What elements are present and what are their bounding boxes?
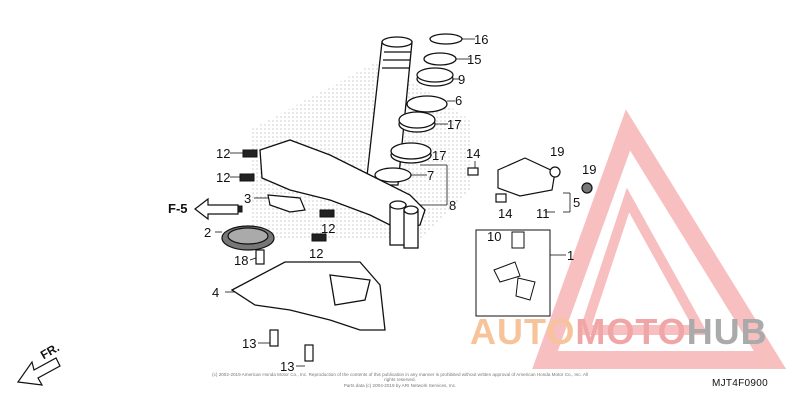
- direction-label: F-5: [168, 201, 188, 216]
- callout-3: 3: [244, 191, 251, 206]
- part-1-box: [475, 229, 551, 317]
- watermark-auto: AUTO: [470, 311, 576, 352]
- callout-2: 2: [204, 225, 211, 240]
- bottom-bridge: [259, 139, 426, 249]
- copyright-notice: (c) 2002-2019 American Honda Motor Co., …: [210, 372, 590, 388]
- part-callouts: 16 15 9 6 17 17 14 19 19 7 12 12 3 12 8 …: [204, 32, 596, 374]
- callout-13b: 13: [280, 359, 294, 374]
- watermark-text: AUTOMOTOHUB: [470, 311, 768, 353]
- callout-8: 8: [449, 198, 456, 213]
- callout-4: 4: [212, 285, 219, 300]
- callout-12d: 12: [309, 246, 323, 261]
- callout-15: 15: [467, 52, 481, 67]
- callout-7: 7: [427, 168, 434, 183]
- bolts-13: [269, 329, 314, 362]
- switch-bracket-5: [467, 157, 593, 203]
- watermark-logo: [532, 109, 787, 369]
- diagram-code: MJT4F0900: [711, 378, 768, 389]
- bolt-18: [255, 249, 265, 265]
- ring-16: [429, 33, 463, 45]
- callout-18: 18: [234, 253, 248, 268]
- callout-14b: 14: [498, 206, 512, 221]
- callout-17a: 17: [447, 117, 461, 132]
- callout-6: 6: [455, 93, 462, 108]
- watermark-moto: MOTO: [575, 311, 687, 352]
- callout-12a: 12: [216, 146, 230, 161]
- callout-13a: 13: [242, 336, 256, 351]
- ring-15: [423, 52, 457, 66]
- leader-lines: [215, 38, 571, 367]
- washer-6: [406, 95, 448, 113]
- bearing-ring-stack: [374, 33, 463, 183]
- front-arrow: [16, 357, 61, 386]
- bracket-3: [267, 194, 306, 213]
- callout-16: 16: [474, 32, 488, 47]
- watermark-hub: HUB: [686, 311, 768, 352]
- callout-1: 1: [567, 248, 574, 263]
- copyright-line-1: (c) 2002-2019 American Honda Motor Co., …: [212, 372, 588, 383]
- horn-2: [221, 225, 275, 251]
- stem-cover-4: [230, 261, 386, 331]
- callout-10: 10: [487, 229, 501, 244]
- callout-19a: 19: [550, 144, 564, 159]
- f5-arrow: [194, 197, 239, 221]
- callout-11: 11: [536, 206, 550, 221]
- copyright-line-2: Parts data (c) 2004-2019 by ARI Network …: [343, 382, 457, 388]
- callout-5: 5: [573, 195, 580, 210]
- callout-17b: 17: [432, 148, 446, 163]
- callout-12c: 12: [321, 221, 335, 236]
- callout-19b: 19: [582, 162, 596, 177]
- callout-9: 9: [458, 72, 465, 87]
- callout-12b: 12: [216, 170, 230, 185]
- callout-14a: 14: [466, 146, 480, 161]
